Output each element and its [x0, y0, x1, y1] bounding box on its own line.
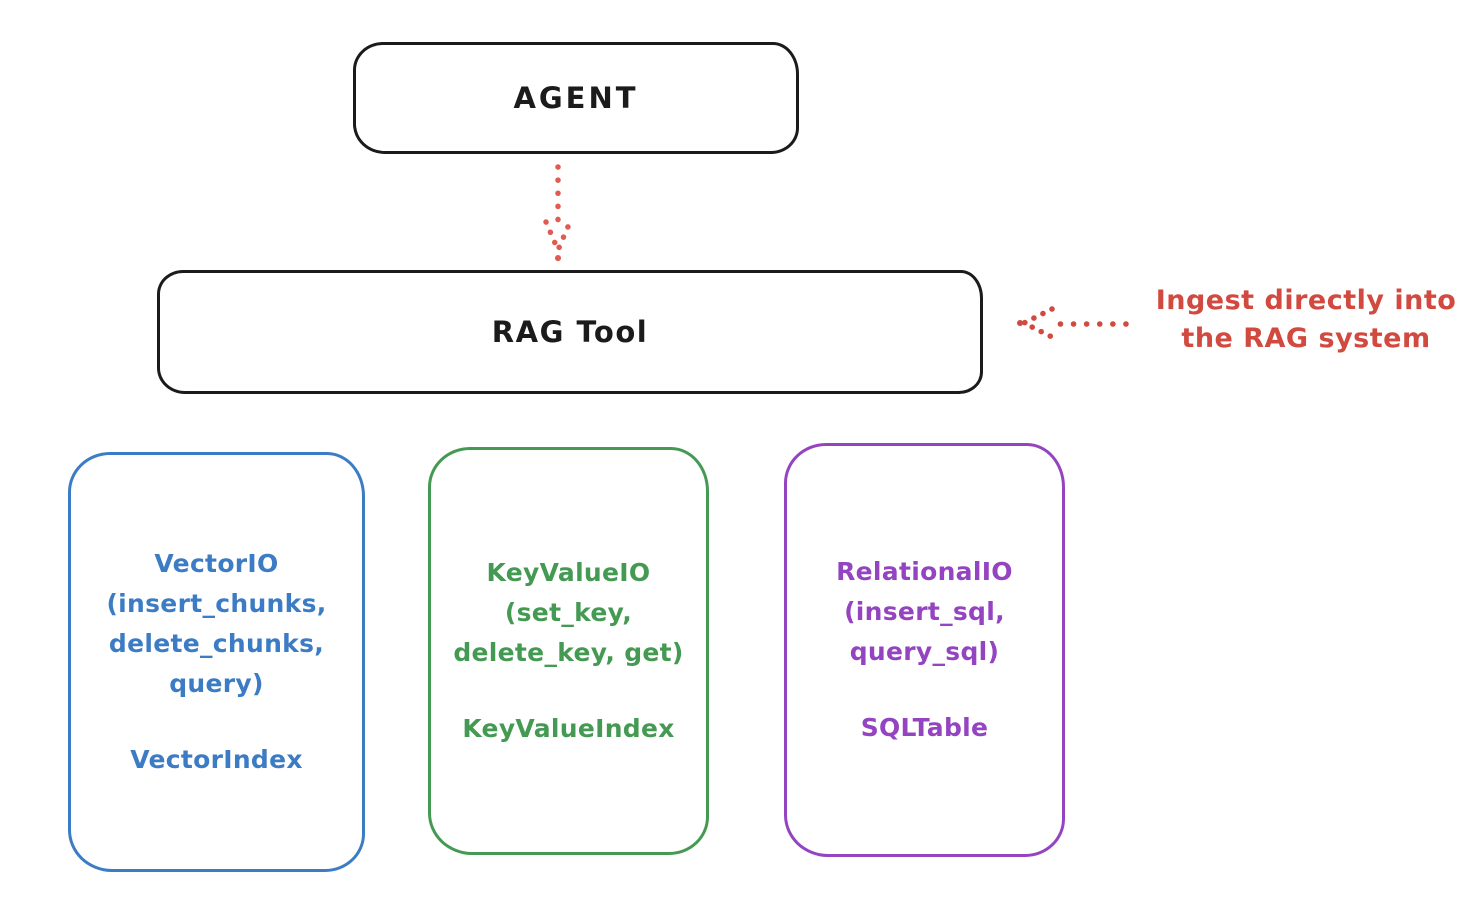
- keyvalue-index-label: KeyValueIndex: [462, 714, 675, 743]
- relational-io-title: RelationalIO: [836, 557, 1013, 586]
- agent-node-label: AGENT: [513, 81, 639, 115]
- vector-io-methods-1: (insert_chunks,: [106, 589, 327, 618]
- dotted-arrow-left-icon: [1014, 302, 1134, 348]
- rag-tool-node: RAG Tool: [157, 270, 983, 394]
- annotation-line-2: the RAG system: [1181, 323, 1431, 354]
- relational-io-methods-1: (insert_sql,: [844, 597, 1005, 626]
- agent-node: AGENT: [353, 42, 799, 154]
- annotation-line-1: Ingest directly into: [1155, 285, 1457, 316]
- vector-io-methods-3: query): [169, 669, 264, 698]
- vector-index-label: VectorIndex: [130, 745, 303, 774]
- vector-io-title: VectorIO: [154, 549, 279, 578]
- dotted-arrow-down-icon: [541, 162, 575, 268]
- relational-io-methods-2: query_sql): [849, 637, 1000, 666]
- annotation-ingest-note: Ingest directly into the RAG system: [1130, 282, 1482, 358]
- keyvalue-io-title: KeyValueIO: [486, 558, 651, 587]
- keyvalue-io-methods-1: (set_key,: [504, 598, 633, 627]
- keyvalue-io-methods-2: delete_key, get): [453, 638, 684, 667]
- vector-io-methods-2: delete_chunks,: [108, 629, 325, 658]
- sql-table-label: SQLTable: [860, 713, 989, 742]
- relational-io-node: RelationalIO (insert_sql, query_sql) SQL…: [784, 443, 1065, 857]
- keyvalue-io-node: KeyValueIO (set_key, delete_key, get) Ke…: [428, 447, 709, 855]
- vector-io-node: VectorIO (insert_chunks, delete_chunks, …: [68, 452, 365, 872]
- rag-tool-node-label: RAG Tool: [491, 315, 649, 349]
